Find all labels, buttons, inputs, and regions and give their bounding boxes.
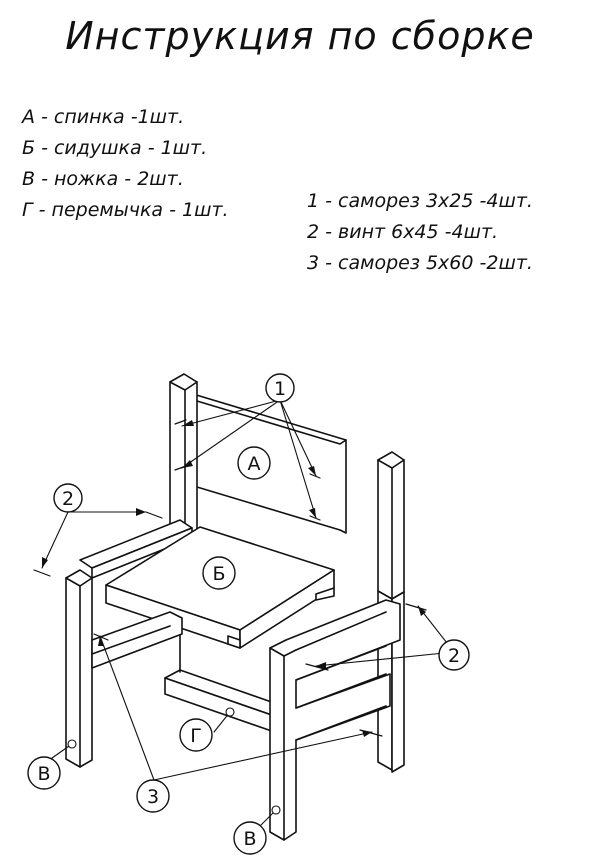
parts-list: А - спинка -1шт. Б - сидушка - 1шт. В - … <box>22 102 229 226</box>
rear-post-right <box>377 451 405 600</box>
callout-bubbles <box>27 373 470 855</box>
leg-frame-left <box>65 569 183 768</box>
rear-post-left <box>169 373 198 542</box>
fasteners-list: 1 - саморез 3х25 -4шт. 2 - винт 6х45 -4ш… <box>307 186 533 279</box>
rear-frame <box>79 519 193 579</box>
fastener-item-bolt-6x45: 2 - винт 6х45 -4шт. <box>307 221 499 243</box>
page-title: Инструкция по сборке <box>65 14 535 58</box>
leg-frame-right <box>269 599 401 841</box>
hole-dots <box>67 707 281 815</box>
label-bolt-2-right: 2 <box>448 645 460 667</box>
part-item-crossbar: Г - перемычка - 1шт. <box>22 199 229 221</box>
label-leg-right: В <box>243 828 256 850</box>
label-seat: Б <box>212 563 225 585</box>
label-backrest: А <box>248 453 261 475</box>
fastener-item-screw-3x25: 1 - саморез 3х25 -4шт. <box>307 190 533 212</box>
part-item-seat: Б - сидушка - 1шт. <box>22 137 208 159</box>
part-item-back: А - спинка -1шт. <box>22 106 185 128</box>
part-item-leg: В - ножка - 2шт. <box>22 168 184 190</box>
label-screw-3: 3 <box>147 786 159 808</box>
label-crossbar: Г <box>190 725 202 747</box>
label-leg-left: В <box>37 763 50 785</box>
arrow-icon <box>42 420 426 737</box>
label-bolt-2-left: 2 <box>62 488 74 510</box>
label-screw-1: 1 <box>274 378 286 400</box>
crossbar <box>164 633 301 737</box>
fastener-item-screw-5x60: 3 - саморез 5х60 -2шт. <box>307 252 533 274</box>
